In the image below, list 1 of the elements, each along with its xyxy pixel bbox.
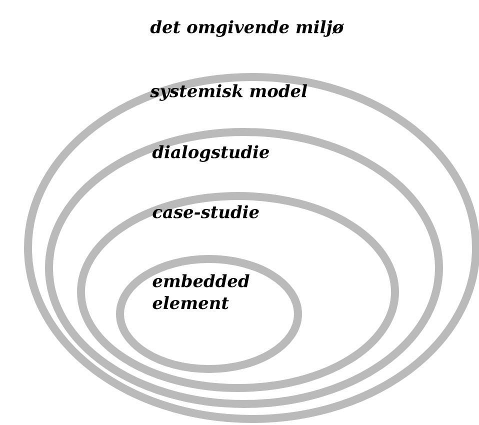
environment-label: det omgivende miljø	[150, 20, 344, 37]
